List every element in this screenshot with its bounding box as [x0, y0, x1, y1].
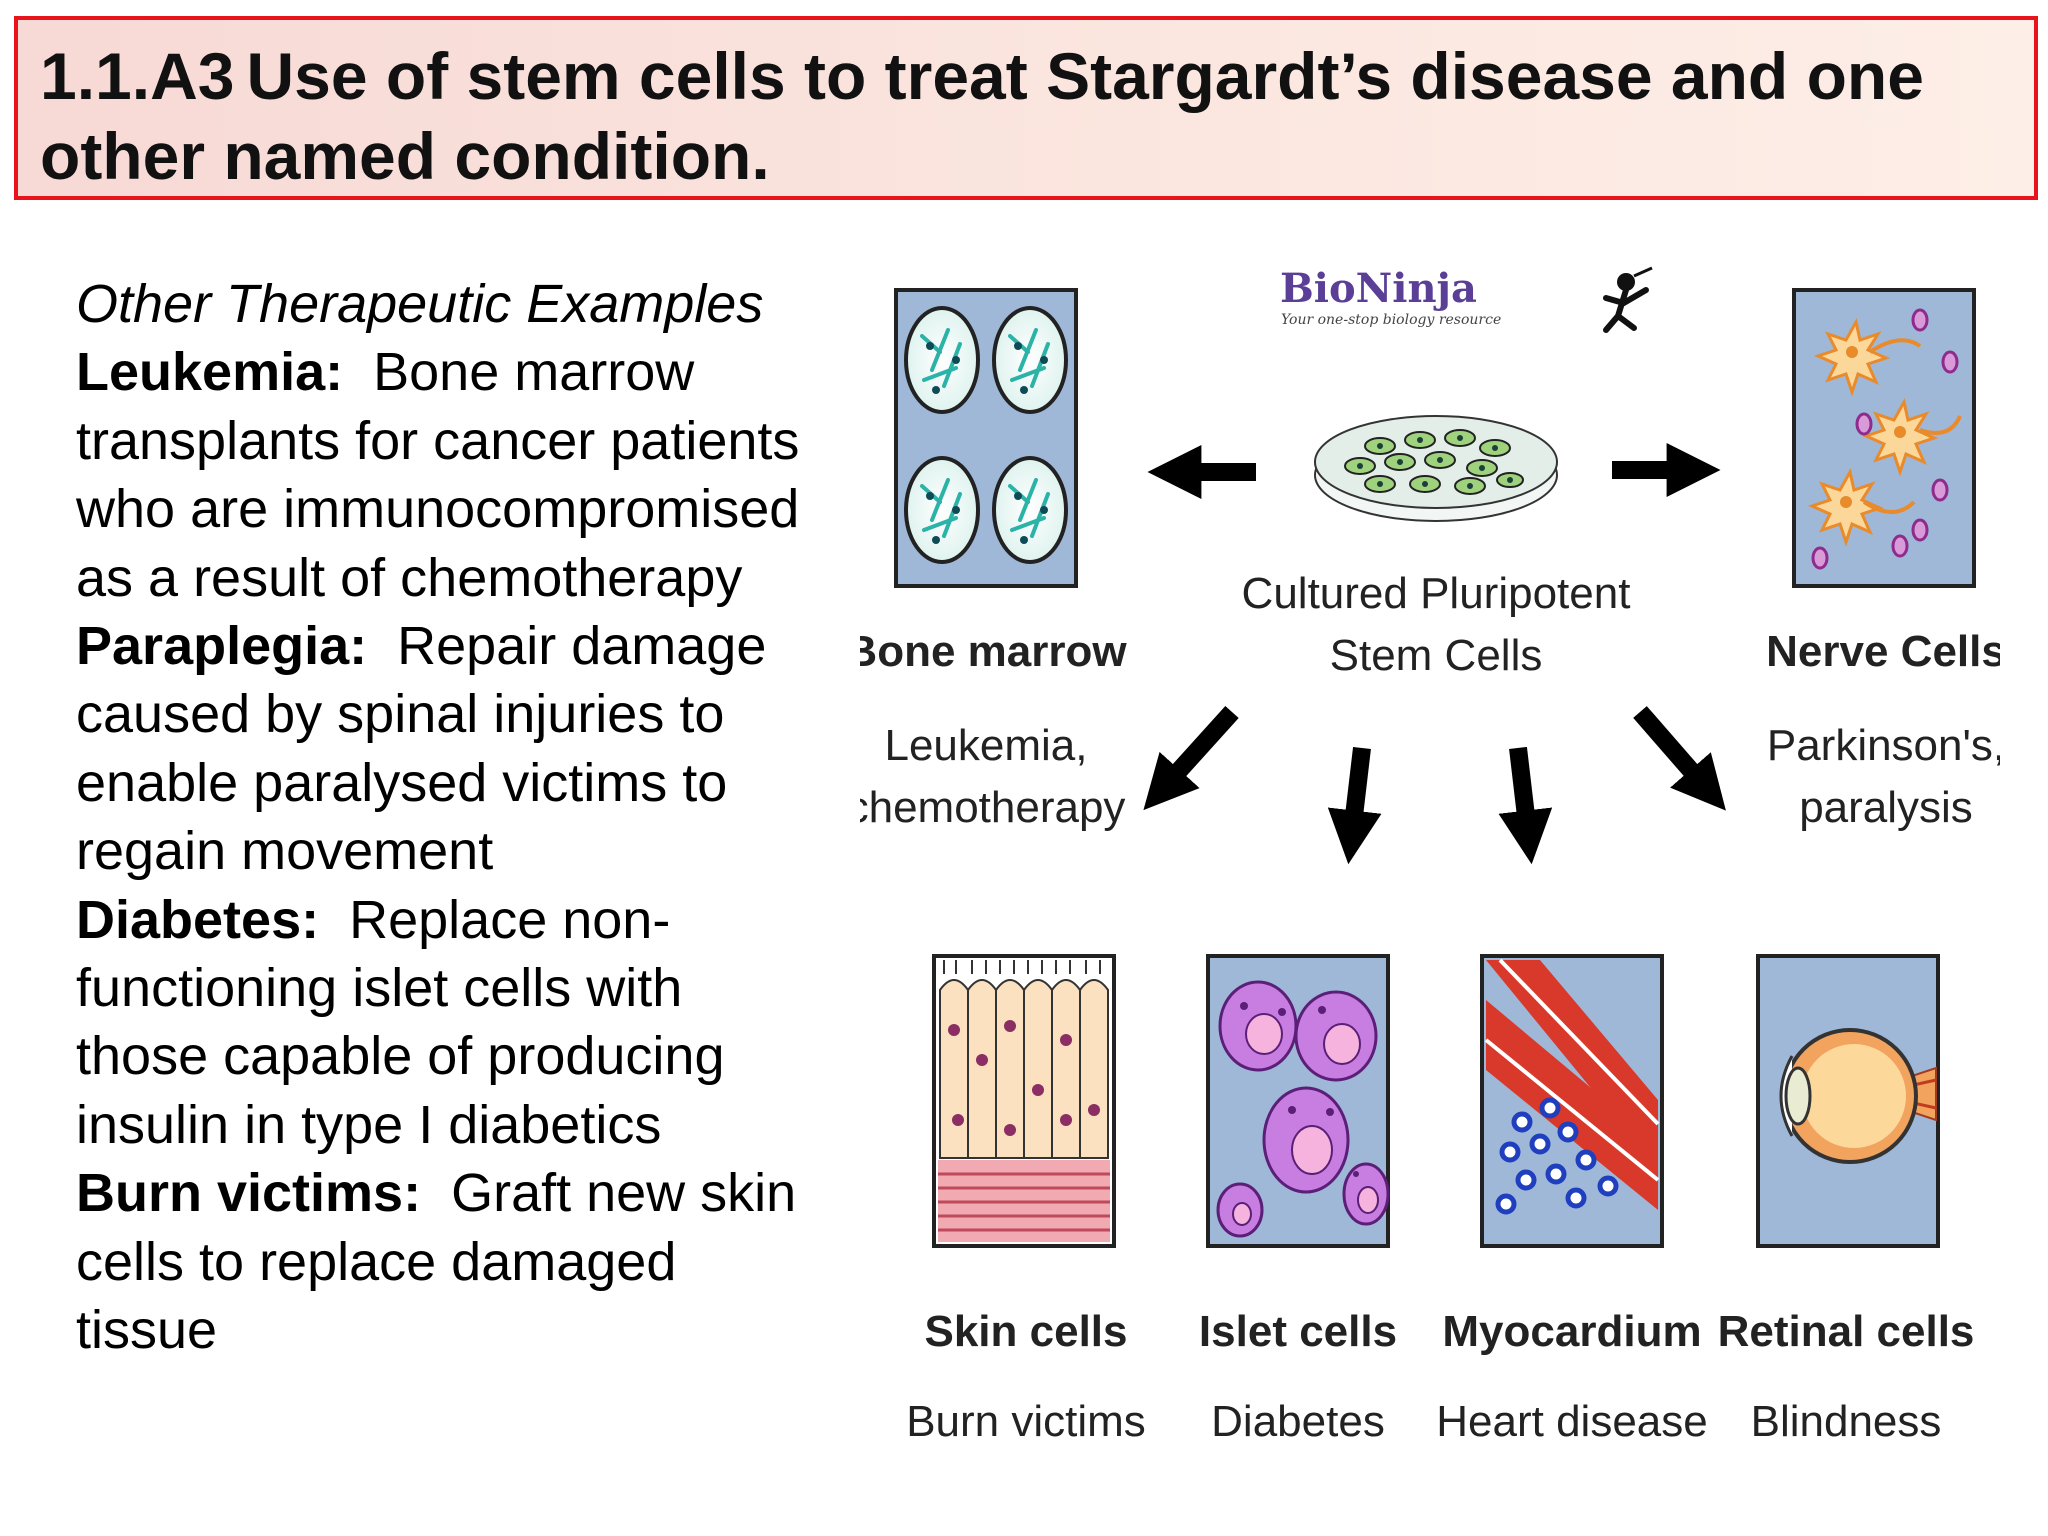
example-name: Paraplegia:	[76, 616, 368, 677]
skin-cells-label: Skin cells	[924, 1307, 1127, 1356]
arrow-to-islet-cells	[1327, 746, 1382, 865]
skin-cells-use: Burn victims	[906, 1397, 1146, 1446]
title-text: Use of stem cells to treat Stargardt’s d…	[40, 39, 1924, 193]
example-text: Bone marrow transplants for cancer patie…	[76, 342, 800, 608]
nerve-cells-label: Nerve Cells	[1766, 627, 2000, 676]
example-text: Repair damage caused by spinal injuries …	[76, 616, 767, 882]
arrow-to-skin-cells	[1143, 705, 1239, 811]
islet-cells-label: Islet cells	[1199, 1307, 1397, 1356]
center-label-line2: Stem Cells	[1330, 631, 1543, 680]
example-text: Replace non-functioning islet cells with…	[76, 889, 725, 1155]
retinal-cells-icon	[1756, 954, 1940, 1248]
nerve-cells-use-line2: paralysis	[1799, 783, 1973, 832]
petri-dish-icon	[1314, 415, 1558, 522]
example-name: Diabetes:	[76, 889, 320, 950]
bone-marrow-use-line2: chemotherapy	[860, 783, 1125, 832]
arrow-to-myocardium	[1498, 746, 1553, 865]
stem-cell-diagram: BioNinja Your one-stop biology resource …	[860, 265, 2000, 1446]
myocardium-label: Myocardium	[1442, 1307, 1701, 1356]
example-name: Leukemia:	[76, 342, 344, 403]
islet-cells-use: Diabetes	[1211, 1397, 1385, 1446]
bone-marrow-label: Bone marrow	[860, 627, 1127, 676]
arrows	[1143, 443, 1726, 865]
examples-heading: Other Therapeutic Examples	[76, 274, 764, 334]
center-label-line1: Cultured Pluripotent	[1242, 569, 1631, 618]
example-paraplegia: Paraplegia: Repair damage caused by spin…	[76, 612, 816, 886]
example-leukemia: Leukemia: Bone marrow transplants for ca…	[76, 338, 816, 612]
bioninja-logo: BioNinja Your one-stop biology resource	[1280, 265, 1653, 333]
retinal-cells-use: Blindness	[1751, 1397, 1942, 1446]
example-burn-victims: Burn victims: Graft new skin cells to re…	[76, 1159, 816, 1364]
bone-marrow-icon	[894, 288, 1078, 588]
logo-tagline: Your one-stop biology resource	[1281, 312, 1501, 328]
example-diabetes: Diabetes: Replace non-functioning islet …	[76, 886, 816, 1160]
logo-name: BioNinja	[1280, 265, 1477, 312]
nerve-cells-icon	[1792, 288, 1976, 588]
ninja-icon	[1603, 266, 1653, 333]
arrow-to-retinal-cells	[1633, 706, 1726, 811]
myocardium-icon	[1480, 954, 1664, 1248]
example-text: Graft new skin cells to replace damaged …	[76, 1163, 797, 1361]
title-code: 1.1.A3	[40, 39, 235, 113]
bone-marrow-use-line1: Leukemia,	[884, 721, 1087, 770]
islet-cells-icon	[1206, 954, 1390, 1248]
myocardium-use: Heart disease	[1436, 1397, 1707, 1446]
nerve-cells-use-line1: Parkinson's,	[1767, 721, 2000, 770]
skin-cells-icon	[932, 954, 1116, 1248]
example-name: Burn victims:	[76, 1163, 422, 1224]
retinal-cells-label: Retinal cells	[1718, 1307, 1975, 1356]
therapeutic-examples: Other Therapeutic Examples Leukemia: Bon…	[76, 270, 816, 1365]
